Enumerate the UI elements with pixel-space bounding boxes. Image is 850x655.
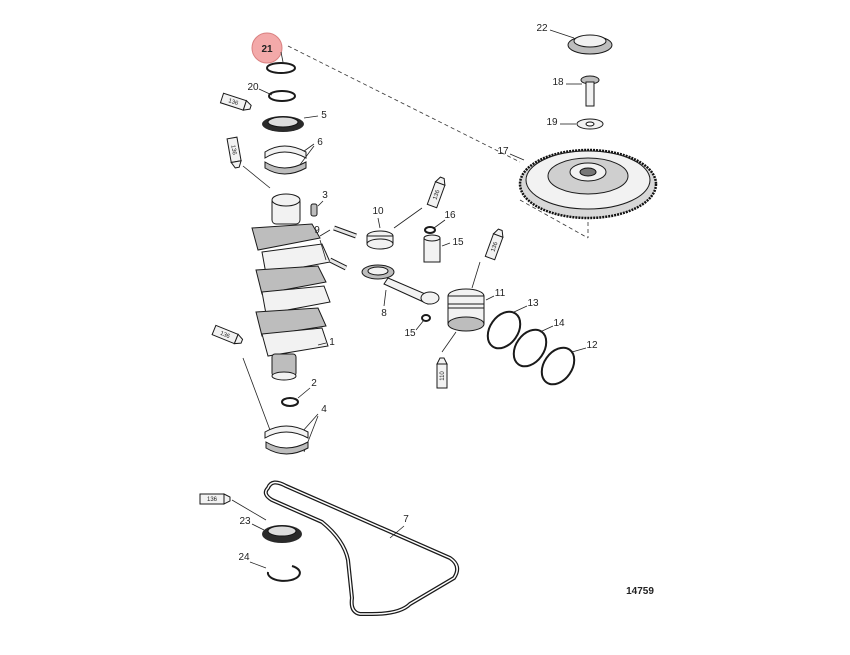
main-bearing-upper-6 (264, 145, 307, 175)
front-seal-5 (262, 116, 304, 132)
callout-5: 5 (321, 110, 327, 121)
callout-1: 1 (329, 337, 335, 348)
callout-3: 3 (322, 190, 328, 201)
callout-7: 7 (403, 514, 409, 525)
sealant-tube-136-e: 136 (484, 228, 504, 261)
tube-label: 136 (219, 331, 231, 341)
piston-ring-13 (486, 310, 522, 350)
cap-22 (567, 34, 613, 55)
crankshaft-1 (251, 193, 331, 381)
rod-bearing-10 (366, 230, 394, 250)
drawing-number: 14759 (626, 586, 654, 597)
tube-label: 136 (227, 98, 239, 107)
main-bearing-lower-4 (264, 425, 309, 455)
callout-9: 9 (314, 225, 320, 236)
callout-18: 18 (552, 77, 564, 88)
sealant-tube-136-d: 136 (426, 176, 446, 209)
callout-14: 14 (553, 318, 565, 329)
flywheel-17 (518, 148, 658, 220)
snap-ring-21 (266, 62, 296, 74)
piston-pin-clip-16 (424, 226, 436, 234)
washer-19-hole (585, 121, 595, 127)
o-ring-20 (268, 90, 296, 102)
callout-21-highlight[interactable]: 21 (251, 32, 283, 64)
piston-pin-15 (423, 234, 441, 263)
sealant-tube-136-f: 136 (199, 493, 231, 505)
tube-label: 136 (207, 497, 218, 503)
piston-ring-14 (512, 328, 548, 368)
sealant-tube-136-a: 136 (219, 92, 252, 111)
callout-21: 21 (261, 44, 273, 55)
flywheel-alignment-lines (287, 45, 589, 239)
callout-13: 13 (527, 298, 539, 309)
callout-12: 12 (586, 340, 598, 351)
callout-15a: 15 (452, 237, 464, 248)
bolt-18 (580, 75, 600, 107)
tube-label: 136 (433, 189, 442, 201)
oil-ring-12 (540, 346, 576, 386)
callout-20: 20 (247, 82, 259, 93)
callout-8: 8 (381, 308, 387, 319)
callout-16: 16 (444, 210, 456, 221)
sealant-tube-110: 110 (436, 357, 448, 389)
retaining-ring-24 (266, 565, 301, 582)
callout-19: 19 (546, 117, 558, 128)
tube-label: 136 (491, 241, 500, 253)
callout-2: 2 (311, 378, 317, 389)
callout-11: 11 (495, 288, 506, 299)
rear-seal-23 (262, 525, 302, 543)
connecting-rod-8 (361, 264, 440, 305)
thrust-ring-2 (281, 397, 299, 407)
callout-15b: 15 (404, 328, 416, 339)
callout-4: 4 (321, 404, 327, 415)
timing-belt-7 (263, 480, 460, 616)
dowel-pin-3 (310, 203, 318, 217)
piston-pin-clip-15 (421, 314, 431, 322)
callout-10: 10 (372, 206, 384, 217)
callout-23: 23 (239, 516, 251, 527)
tube-label: 110 (440, 371, 446, 381)
sealant-tube-136-c: 136 (211, 324, 244, 345)
tube-label: 136 (229, 145, 237, 157)
callout-6: 6 (317, 137, 323, 148)
callout-22: 22 (536, 23, 548, 34)
callout-17: 17 (497, 146, 509, 157)
piston-11 (447, 288, 485, 332)
callout-24: 24 (238, 552, 250, 563)
sealant-tube-136-b: 136 (226, 136, 242, 169)
connecting-rod-bolts-9 (328, 225, 357, 271)
